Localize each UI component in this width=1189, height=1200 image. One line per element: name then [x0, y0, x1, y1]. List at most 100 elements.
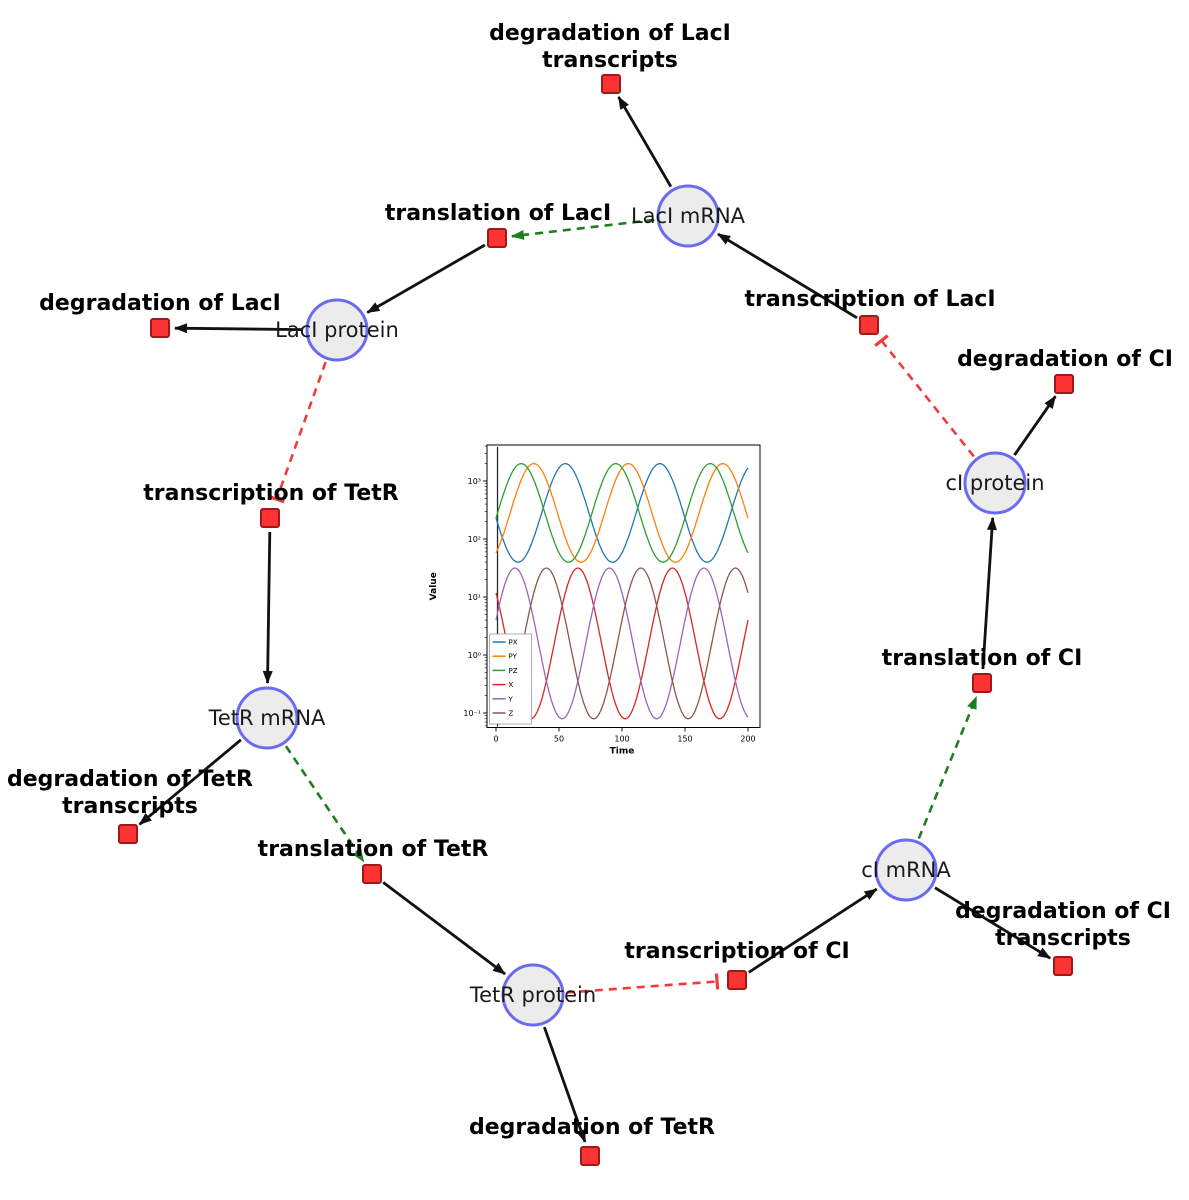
legend-label-X: X [509, 681, 514, 689]
reaction-node-transl-laci [487, 228, 507, 248]
reaction-label-line: degradation of TetR [7, 767, 253, 792]
series-line-X [495, 567, 749, 720]
reaction-label-line: degradation of LacI [39, 291, 281, 316]
reaction-label-transc-ci: transcription of CI [624, 939, 849, 964]
reaction-label-line: translation of TetR [258, 837, 489, 862]
reaction-node-deg-laci-tx [601, 74, 621, 94]
species-label-tetr-mrna: TetR mRNA [208, 706, 326, 730]
plot-frame [486, 444, 761, 728]
reaction-label-line: transcription of TetR [143, 481, 399, 506]
legend-label-PX: PX [509, 639, 518, 647]
reaction-label-transl-ci: translation of CI [882, 646, 1083, 671]
reaction-label-line: transcripts [542, 48, 678, 73]
edge-production-transl-tetr-to-tetr-protein [382, 881, 506, 976]
reaction-node-transc-laci [859, 315, 879, 335]
reaction-label-deg-ci: degradation of CI [957, 347, 1173, 372]
reaction-label-transc-laci: transcription of LacI [744, 287, 995, 312]
reaction-node-transc-tetr [260, 508, 280, 528]
y-tick-label: 10⁻¹ [463, 709, 481, 718]
reaction-node-deg-tetr-tx [118, 824, 138, 844]
reaction-label-line: degradation of CI [955, 899, 1171, 924]
reaction-label-line: transcripts [62, 794, 198, 819]
y-tick-label: 10³ [468, 477, 481, 486]
reaction-label-deg-laci: degradation of LacI [39, 291, 281, 316]
reaction-node-transl-ci [972, 673, 992, 693]
edge-consumption-ci-mrna-to-deg-ci-tx [934, 886, 1052, 960]
x-tick-label: 0 [493, 735, 498, 744]
reaction-node-transc-ci [727, 970, 747, 990]
species-node-laci-protein [305, 298, 369, 362]
legend-label-Z: Z [509, 710, 514, 718]
series-line-PZ [495, 462, 749, 563]
series-line-Z [495, 567, 749, 720]
edge-production-transc-tetr-to-tetr-mrna [262, 531, 273, 685]
reaction-label-line: degradation of CI [957, 347, 1173, 372]
reaction-label-deg-tetr: degradation of TetR [469, 1115, 715, 1140]
species-label-laci-mrna: LacI mRNA [631, 204, 746, 228]
x-tick-label: 100 [614, 735, 629, 744]
reaction-label-line: transcripts [995, 926, 1131, 951]
legend-label-PY: PY [509, 653, 518, 661]
y-tick-label: 10⁰ [468, 651, 481, 660]
species-label-ci-mrna: cI mRNA [861, 858, 951, 882]
species-node-ci-mrna [874, 838, 938, 902]
edge-inhibition-tetr-protein-to-transc-ci [566, 973, 720, 994]
edge-consumption-tetr-mrna-to-deg-tetr-tx [138, 738, 242, 826]
species-node-tetr-mrna [235, 686, 299, 750]
reaction-node-deg-laci [150, 318, 170, 338]
reaction-label-line: degradation of LacI [489, 21, 731, 46]
series-line-PX [495, 462, 749, 563]
edge-production-transc-laci-to-laci-mrna [717, 232, 858, 319]
reaction-label-transc-tetr: transcription of TetR [143, 481, 399, 506]
nodes-layer [118, 74, 1074, 1166]
edge-consumption-laci-protein-to-deg-laci [173, 323, 304, 334]
edge-inhibition-laci-protein-to-transc-tetr [268, 361, 327, 504]
edge-consumption-tetr-protein-to-deg-tetr [543, 1026, 587, 1143]
edge-modifier-laci-mrna-to-transl-laci [510, 218, 655, 240]
edge-production-transl-ci-to-ci-protein [981, 516, 997, 670]
reaction-label-line: transcription of CI [624, 939, 849, 964]
species-node-ci-protein [963, 451, 1027, 515]
plot-curves [495, 447, 749, 727]
y-axis-label: Value [429, 572, 439, 600]
reaction-node-transl-tetr [362, 864, 382, 884]
species-label-tetr-protein: TetR protein [469, 983, 596, 1007]
edge-modifier-tetr-mrna-to-transl-tetr [284, 745, 365, 863]
series-line-Y [495, 567, 749, 720]
reaction-label-transl-tetr: translation of TetR [258, 837, 489, 862]
species-node-laci-mrna [656, 184, 720, 248]
reaction-label-transl-laci: translation of LacI [385, 201, 611, 226]
edge-production-transc-ci-to-ci-mrna [747, 887, 878, 974]
y-tick-label: 10² [468, 535, 481, 544]
y-tick-label: 10¹ [468, 593, 481, 602]
edge-consumption-laci-mrna-to-deg-laci-tx [617, 96, 673, 188]
edge-consumption-ci-protein-to-deg-ci [1013, 395, 1057, 456]
edge-modifier-ci-mrna-to-transl-ci [917, 695, 978, 839]
reaction-node-deg-tetr [580, 1146, 600, 1166]
reaction-node-deg-ci [1054, 374, 1074, 394]
legend-label-Y: Y [508, 695, 514, 703]
x-tick-label: 200 [740, 735, 755, 744]
reaction-label-line: translation of CI [882, 646, 1083, 671]
reaction-node-deg-ci-tx [1053, 956, 1073, 976]
legend-box [489, 633, 532, 725]
reaction-label-line: translation of LacI [385, 201, 611, 226]
species-label-laci-protein: LacI protein [275, 318, 399, 342]
edge-production-transl-laci-to-laci-protein [366, 243, 486, 314]
species-label-ci-protein: cI protein [945, 471, 1044, 495]
x-tick-label: 150 [677, 735, 692, 744]
edges-layer [138, 96, 1057, 1143]
x-tick-label: 50 [554, 735, 564, 744]
reaction-label-line: degradation of TetR [469, 1115, 715, 1140]
edge-inhibition-ci-protein-to-transc-laci [874, 334, 975, 458]
species-node-tetr-protein [501, 963, 565, 1027]
x-axis-label: Time [610, 747, 635, 757]
legend-label-PZ: PZ [509, 667, 518, 675]
